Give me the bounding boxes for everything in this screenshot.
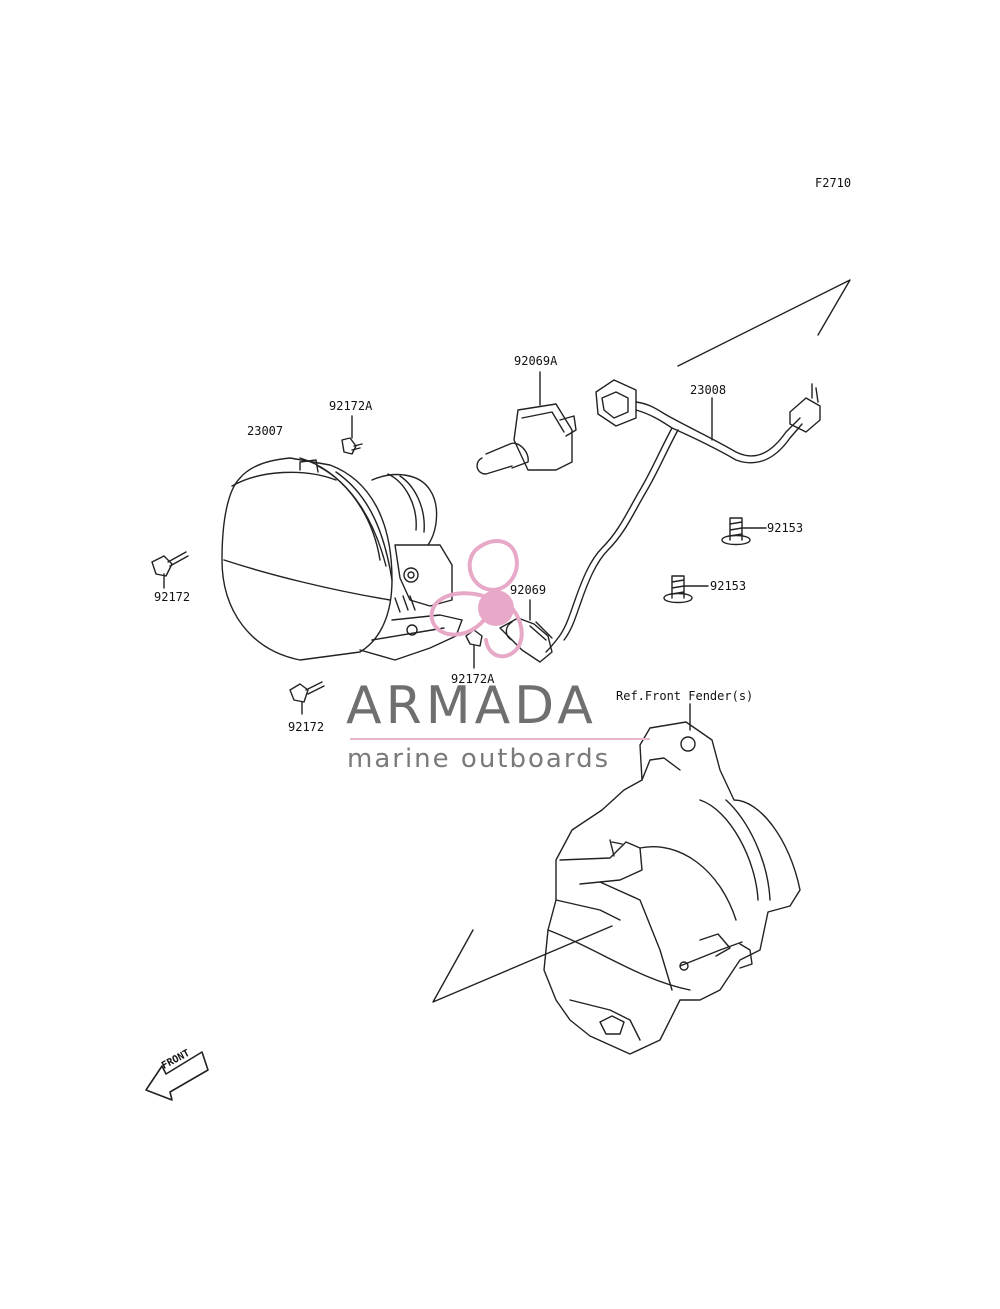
watermark-tagline: marine outboards: [347, 744, 611, 774]
label-harness: 23008: [690, 383, 727, 397]
propeller-hub-icon: [478, 590, 514, 626]
bolt-92153-lower: [663, 575, 709, 604]
label-screw-left: 92172: [154, 590, 191, 604]
screw-92172-left: [151, 551, 189, 589]
front-fender-reference: [543, 703, 801, 1055]
headlight-assembly: [221, 457, 463, 661]
label-bolt-upper: 92153: [767, 521, 804, 535]
harness-23008: [545, 379, 821, 653]
bolt-92153-upper: [721, 517, 767, 546]
label-reference: Ref.Front Fender(s): [616, 689, 754, 703]
bulb-92069: [499, 599, 553, 663]
label-screw-lower: 92172: [288, 720, 325, 734]
label-headlight: 23007: [247, 424, 284, 438]
clip-92172A-top: [341, 415, 363, 455]
watermark-divider: [350, 738, 650, 740]
bulb-92069A: [476, 371, 577, 475]
label-clip-top: 92172A: [329, 399, 373, 413]
label-bulb-small: 92069: [510, 583, 547, 597]
front-arrow-icon: [145, 1051, 209, 1101]
watermark-brand: ARMADA: [346, 676, 597, 736]
clip-92172A-bottom: [465, 629, 483, 669]
label-bolt-lower: 92153: [710, 579, 747, 593]
label-clip-bottom: 92172A: [451, 672, 495, 686]
screw-92172-lower: [289, 681, 325, 715]
propeller-logo-icon: [429, 539, 524, 659]
figure-code: F2710: [815, 176, 852, 190]
label-bulb-main: 92069A: [514, 354, 558, 368]
section-break-lines: [432, 279, 851, 1003]
